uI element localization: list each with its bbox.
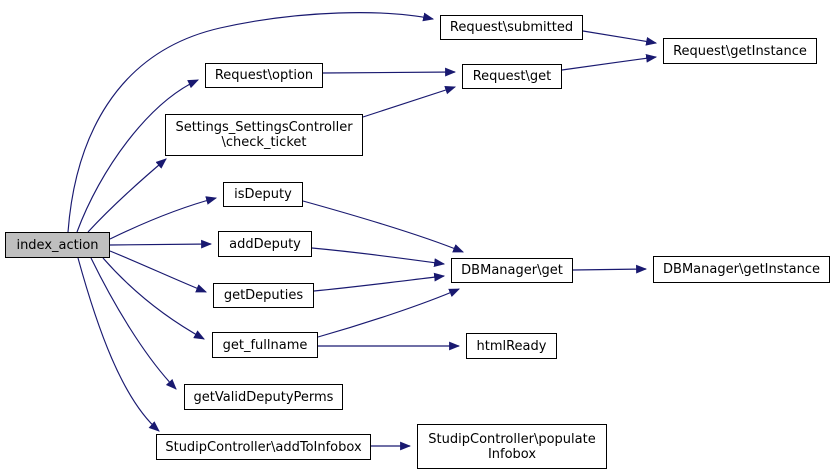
node-label: StudipController\addToInfobox	[165, 439, 362, 455]
node-index-action: index_action	[5, 232, 110, 258]
edge-index-to-adddeputy	[109, 239, 213, 249]
node-label: getDeputies	[223, 288, 304, 303]
node-label: Request\submitted	[449, 20, 574, 35]
node-label-line2: Infobox	[487, 446, 537, 462]
node-getdeputies[interactable]: getDeputies	[213, 283, 314, 308]
node-label: get_fullname	[222, 337, 308, 353]
node-settings-check-ticket[interactable]: Settings_SettingsController \check_ticke…	[165, 114, 363, 156]
node-label: Request\option	[214, 68, 314, 83]
node-request-submitted[interactable]: Request\submitted	[440, 15, 583, 40]
node-label: DBManager\getInstance	[663, 262, 820, 277]
edge-submitted-to-getinstance	[582, 30, 658, 46]
edge-option-to-get	[322, 67, 457, 77]
node-request-getinstance[interactable]: Request\getInstance	[663, 38, 817, 64]
edge-index-to-option	[76, 79, 199, 233]
edge-index-to-addtoinfobox	[77, 257, 160, 432]
edge-get-to-getinstance	[561, 53, 658, 71]
edge-check-ticket-to-get	[362, 85, 457, 118]
edge-get-fullname-to-dbget	[317, 288, 461, 338]
node-label: Request\get	[472, 69, 552, 84]
node-adddeputy[interactable]: addDeputy	[218, 231, 312, 257]
node-label: index_action	[16, 237, 99, 253]
node-dbmanager-getinstance[interactable]: DBManager\getInstance	[653, 256, 830, 283]
node-studip-populateinfobox[interactable]: StudipController\populate Infobox	[417, 424, 607, 469]
edge-index-to-getvaliddeputyperms	[90, 257, 177, 390]
node-label: isDeputy	[234, 187, 292, 202]
node-dbmanager-get[interactable]: DBManager\get	[451, 258, 573, 283]
node-label-line1: Settings_SettingsController	[175, 120, 353, 135]
edge-getdeputies-to-dbget	[313, 272, 446, 292]
edge-dbget-to-dbgetinstance	[572, 264, 648, 274]
node-label: htmlReady	[476, 338, 547, 354]
edge-isdeputy-to-dbget	[302, 200, 465, 253]
node-get-fullname[interactable]: get_fullname	[212, 332, 318, 358]
node-htmlready[interactable]: htmlReady	[466, 333, 557, 359]
edge-index-to-submitted	[67, 12, 435, 233]
edge-index-to-isdeputy	[109, 196, 218, 240]
node-isdeputy[interactable]: isDeputy	[223, 182, 303, 207]
node-label-line1: StudipController\populate	[428, 431, 596, 447]
edge-adddeputy-to-dbget	[311, 247, 446, 267]
node-label: addDeputy	[229, 236, 301, 252]
node-request-get[interactable]: Request\get	[462, 64, 562, 89]
edge-index-to-get-fullname	[102, 257, 205, 340]
node-studip-addtoinfobox[interactable]: StudipController\addToInfobox	[156, 434, 371, 460]
node-label-line2: \check_ticket	[221, 135, 307, 150]
edge-index-to-check-ticket	[87, 158, 167, 233]
node-label: getValidDeputyPerms	[193, 389, 334, 405]
node-label: DBManager\get	[461, 263, 563, 278]
node-getvaliddeputyperms[interactable]: getValidDeputyPerms	[184, 384, 343, 410]
node-label: Request\getInstance	[673, 43, 807, 59]
node-request-option[interactable]: Request\option	[205, 63, 323, 88]
edge-index-to-getdeputies	[109, 250, 208, 293]
